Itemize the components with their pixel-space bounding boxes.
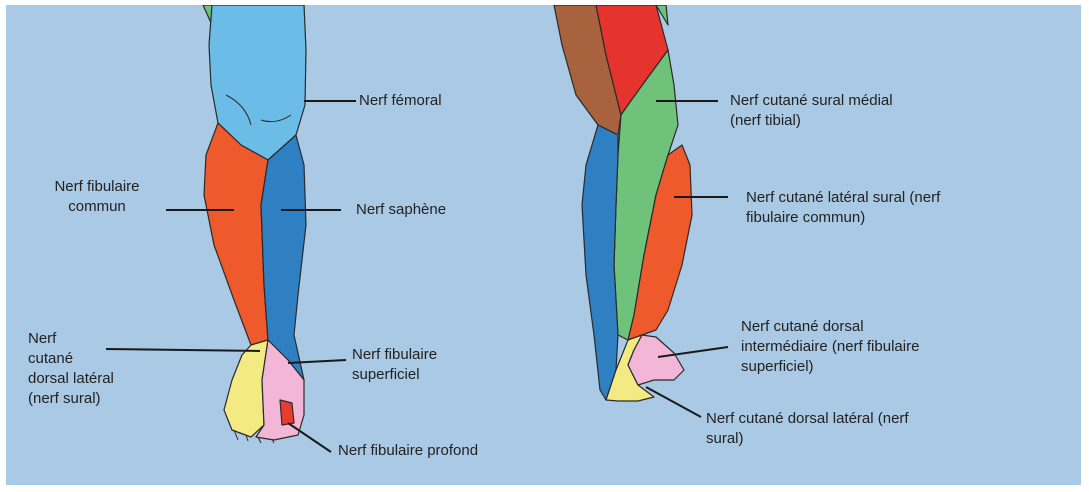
label-superficial-fibular: Nerf fibulaire superficiel	[352, 345, 437, 385]
label-saphenous: Nerf saphène	[356, 200, 446, 220]
label-intermediate-dorsal: Nerf cutané dorsal intermédiaire (nerf f…	[741, 317, 919, 377]
leader-lateral-dorsal-right	[646, 387, 701, 417]
left-sural-zone	[224, 340, 268, 437]
common-fibular-zone	[204, 123, 268, 345]
label-medial-sural: Nerf cutané sural médial (nerf tibial)	[730, 91, 893, 131]
leader-lateral-dorsal-left	[106, 349, 260, 351]
leg-illustrations	[6, 5, 1081, 485]
deep-fibular-zone	[280, 400, 294, 425]
right-blue-zone	[582, 125, 618, 400]
label-lateral-dorsal-left: Nerf cutané dorsal latéral (nerf sural)	[28, 329, 114, 409]
label-lateral-dorsal-right: Nerf cutané dorsal latéral (nerf sural)	[706, 409, 909, 449]
leader-deep-fibular	[288, 423, 331, 452]
label-common-fibular: Nerf fibulaire commun	[38, 177, 156, 217]
label-lateral-sural: Nerf cutané latéral sural (nerf fibulair…	[746, 188, 940, 228]
label-deep-fibular: Nerf fibulaire profond	[338, 441, 478, 461]
dermatome-diagram: Nerf fémoral Nerf fibulaire commun Nerf …	[6, 5, 1081, 485]
label-femoral: Nerf fémoral	[359, 91, 442, 111]
